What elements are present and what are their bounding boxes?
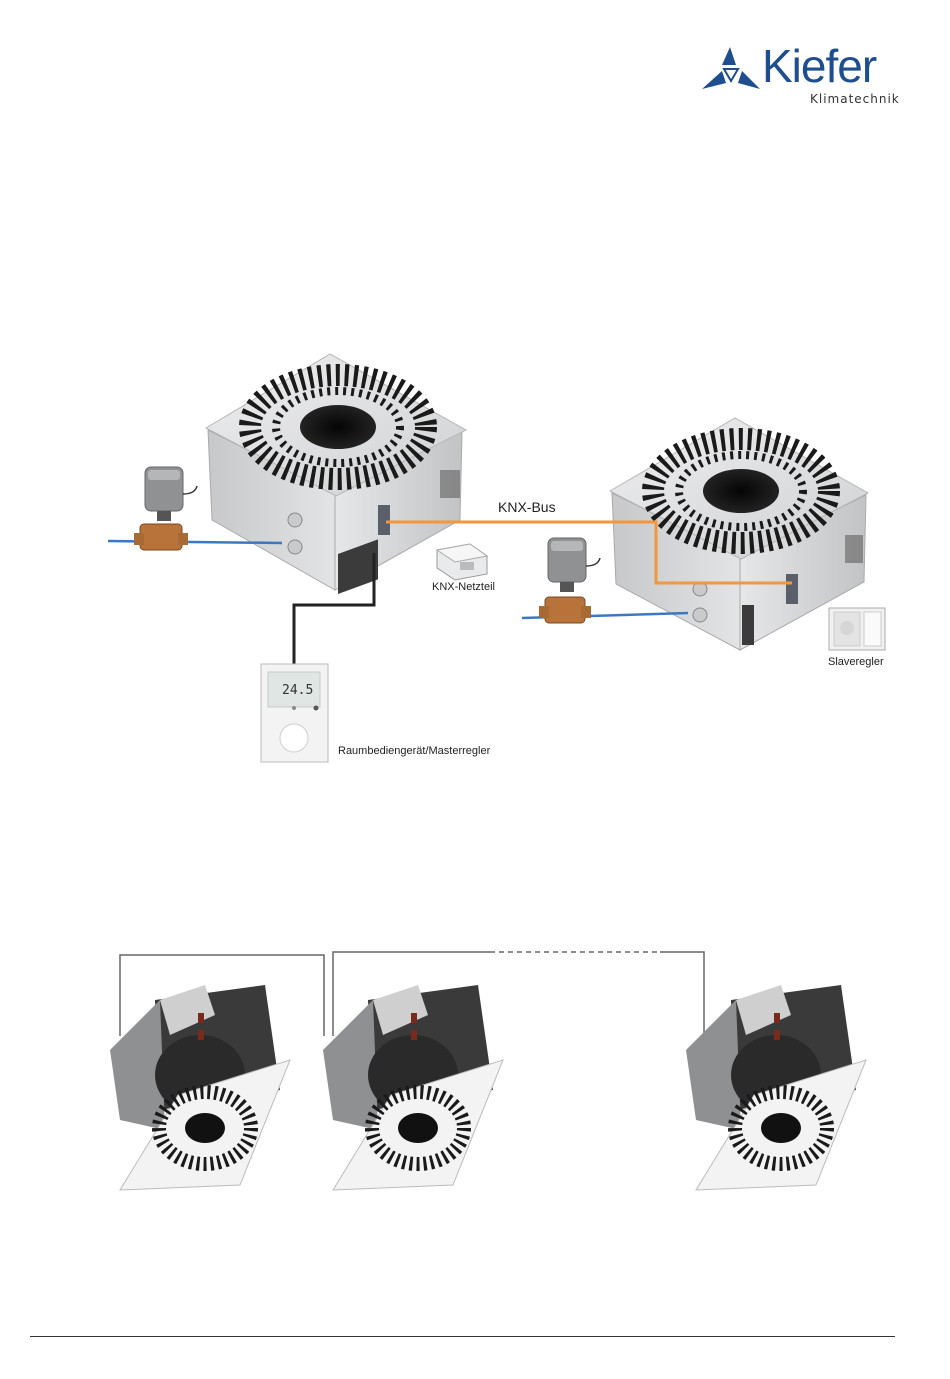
ceiling-unit-bottom-3 [686,985,866,1190]
valve-actuator-2 [539,538,600,623]
ceiling-unit-1 [206,354,466,594]
master-room-controller: 24.5 [261,664,328,762]
valve-actuator-1 [134,467,197,550]
master-controller-label: Raumbediengerät/Masterregler [338,745,490,757]
ceiling-unit-bottom-2 [323,985,503,1190]
ceiling-unit-bottom-1 [110,985,290,1190]
controller-display-value: 24.5 [282,683,313,698]
knx-power-supply-label: KNX-Netzteil [432,581,495,593]
slave-controller-label: Slaveregler [828,656,884,668]
knx-power-supply [437,544,487,580]
knx-bus-label: KNX-Bus [498,499,556,515]
slave-controller [829,608,885,650]
footer-divider [30,1336,895,1337]
